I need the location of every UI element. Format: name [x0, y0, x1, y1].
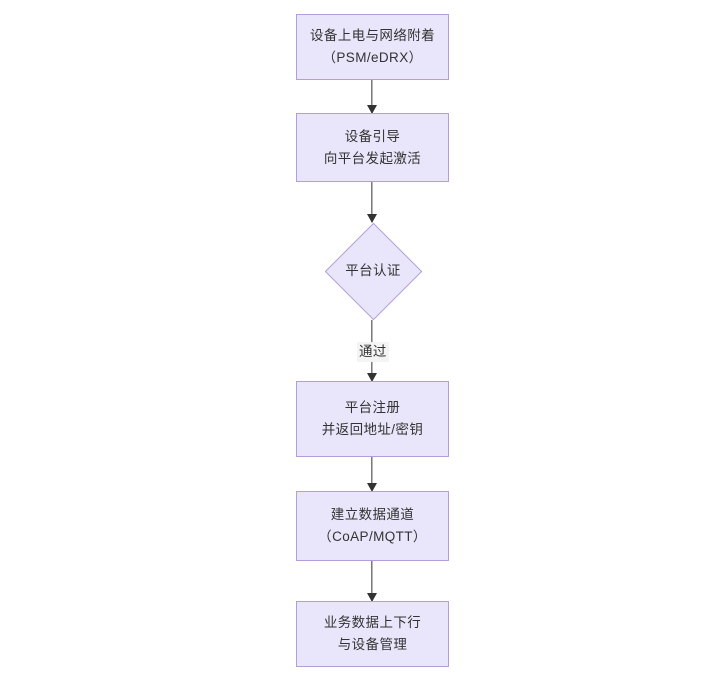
arrow-head-icon [367, 214, 377, 223]
flow-node-platform-auth-decision[interactable]: 平台认证 [324, 222, 422, 320]
flow-node-data-line-1: 业务数据上下行 [323, 615, 422, 630]
flow-node-establish-data-channel[interactable]: 建立数据通道 （CoAP/MQTT） [296, 491, 449, 561]
flow-edge-label-pass: 通过 [357, 342, 389, 362]
connector-stem [371, 561, 373, 601]
flow-node-bootstrap-line-2: 向平台发起激活 [323, 150, 422, 166]
arrow-head-icon [367, 373, 377, 382]
flow-node-device-bootstrap[interactable]: 设备引导 向平台发起激活 [296, 113, 449, 182]
connector-stem [371, 80, 373, 113]
connector-stem [371, 457, 373, 491]
arrow-head-icon [367, 593, 377, 602]
flow-node-data-line-2: 与设备管理 [337, 637, 408, 652]
flow-node-channel-line-2: （CoAP/MQTT） [318, 529, 427, 544]
arrow-head-icon [367, 105, 377, 114]
flow-node-platform-register[interactable]: 平台注册 并返回地址/密钥 [296, 381, 449, 457]
flow-node-power-line-1: 设备上电与网络附着 [309, 28, 436, 43]
flow-node-auth-label: 平台认证 [345, 263, 401, 278]
flow-node-bootstrap-line-1: 设备引导 [344, 128, 401, 144]
flow-node-register-line-1: 平台注册 [344, 400, 401, 415]
flow-node-business-data-management[interactable]: 业务数据上下行 与设备管理 [296, 601, 449, 667]
connector-stem [371, 182, 373, 222]
flow-node-device-power-on[interactable]: 设备上电与网络附着 （PSM/eDRX） [296, 14, 449, 80]
flow-node-channel-line-1: 建立数据通道 [330, 507, 415, 522]
flow-node-register-line-2: 并返回地址/密钥 [321, 422, 424, 437]
arrow-head-icon [367, 483, 377, 492]
flow-node-power-line-2: （PSM/eDRX） [322, 50, 423, 65]
